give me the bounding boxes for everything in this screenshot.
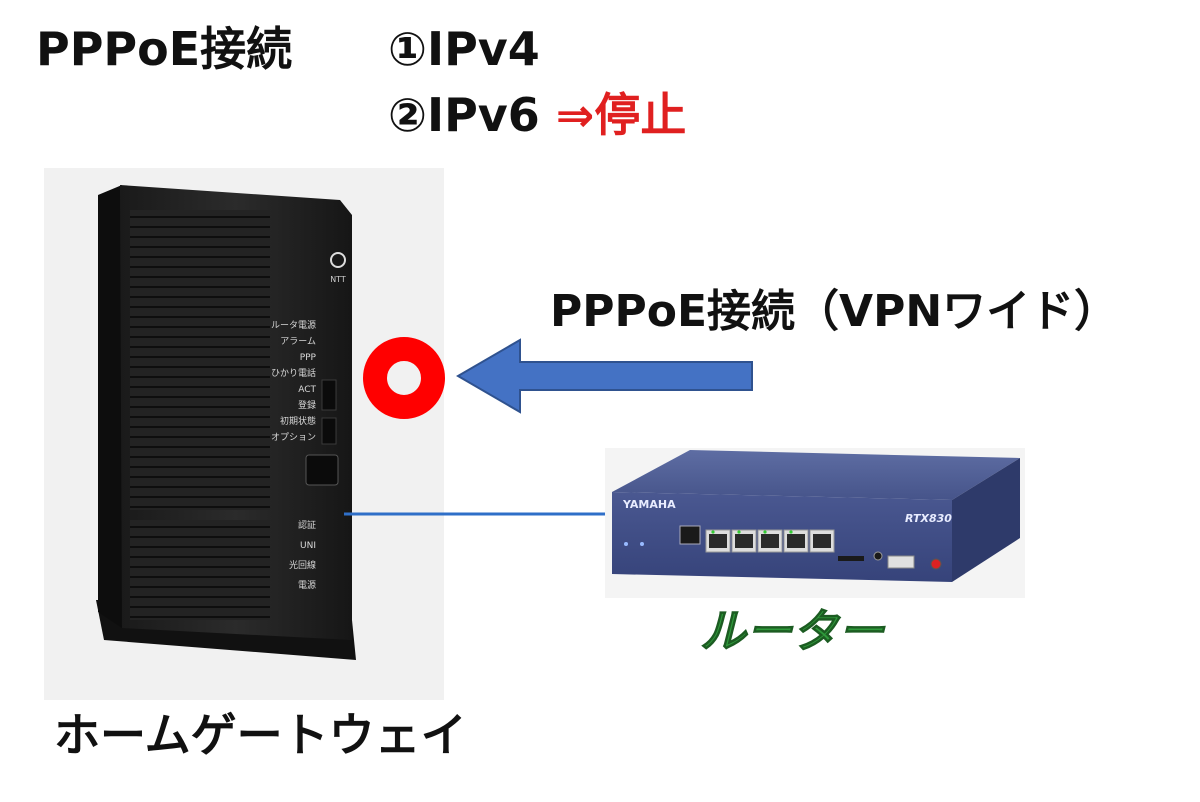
hgw-led-label: 初期状態 (280, 415, 316, 427)
hgw-port-label: 光回線 (289, 559, 316, 571)
router-red-button (930, 558, 942, 570)
hgw-led-label: PPP (300, 353, 317, 363)
title-ipv6-stopped: ⇒停止 (555, 88, 687, 142)
title-pppoe: PPPoE接続 (36, 22, 293, 76)
router-top-panel (612, 450, 1020, 500)
hgw-led-label: ACT (298, 385, 316, 395)
hgw-logo-icon (330, 252, 346, 268)
hgw-led-label: 登録 (298, 399, 316, 411)
hgw-port-label: 認証 (298, 519, 316, 531)
hgw-led-label: オプション (271, 432, 316, 443)
hgw-port-label: 電源 (298, 580, 316, 591)
hgw-led-label: ひかり電話 (271, 367, 316, 379)
hgw-led-label: ルータ電源 (271, 320, 316, 331)
home-gateway-device: NTT ルータ電源 アラーム PPP ひかり電話 ACT 登録 初期状態 オプシ… (44, 168, 444, 700)
connection-label: PPPoE接続（VPNワイド） (550, 286, 1119, 337)
router-label: ルーター (700, 604, 885, 658)
hgw-usb-port (305, 454, 339, 486)
hgw-led-label: アラーム (280, 336, 316, 347)
hgw-logo-text: NTT (330, 275, 346, 284)
home-gateway-label: ホームゲートウェイ (54, 708, 467, 762)
title-ipv6: ②IPv6 (388, 88, 540, 142)
router-console-port (679, 525, 701, 545)
router-usb-port (887, 555, 915, 569)
hgw-port-label: UNI (300, 541, 316, 551)
title-ipv6-line: ②IPv6 ⇒停止 (388, 92, 686, 138)
router-microsd-slot (838, 556, 864, 561)
title-ipv4: ①IPv4 (388, 22, 540, 76)
router-lan-ports (705, 529, 809, 553)
router-model: RTX830 (905, 512, 952, 525)
connection-point-ring (363, 337, 445, 419)
pppoe-arrow-icon (456, 338, 753, 414)
router-brand: YAMAHA (622, 498, 676, 511)
router-device: YAMAHA RTX830 (605, 448, 1025, 598)
hgw-vent-grille (130, 210, 270, 510)
